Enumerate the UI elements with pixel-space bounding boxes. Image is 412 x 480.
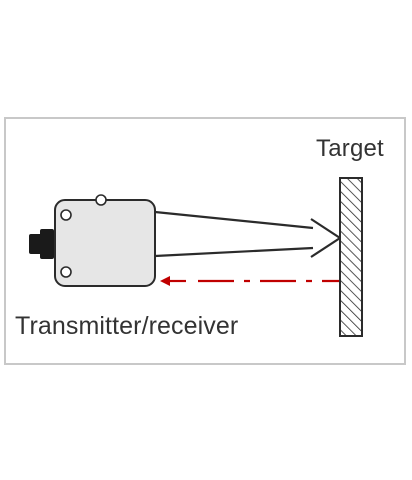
transmit-beam-arrow [154,210,343,258]
sensor-cable [29,229,59,259]
transmitter-receiver-label: Transmitter/receiver [15,312,239,340]
photoelectric-sensor-icon [54,194,156,287]
hatched-target-icon [339,177,363,337]
target-label: Target [316,135,384,162]
return-beam-arrow [160,276,340,286]
